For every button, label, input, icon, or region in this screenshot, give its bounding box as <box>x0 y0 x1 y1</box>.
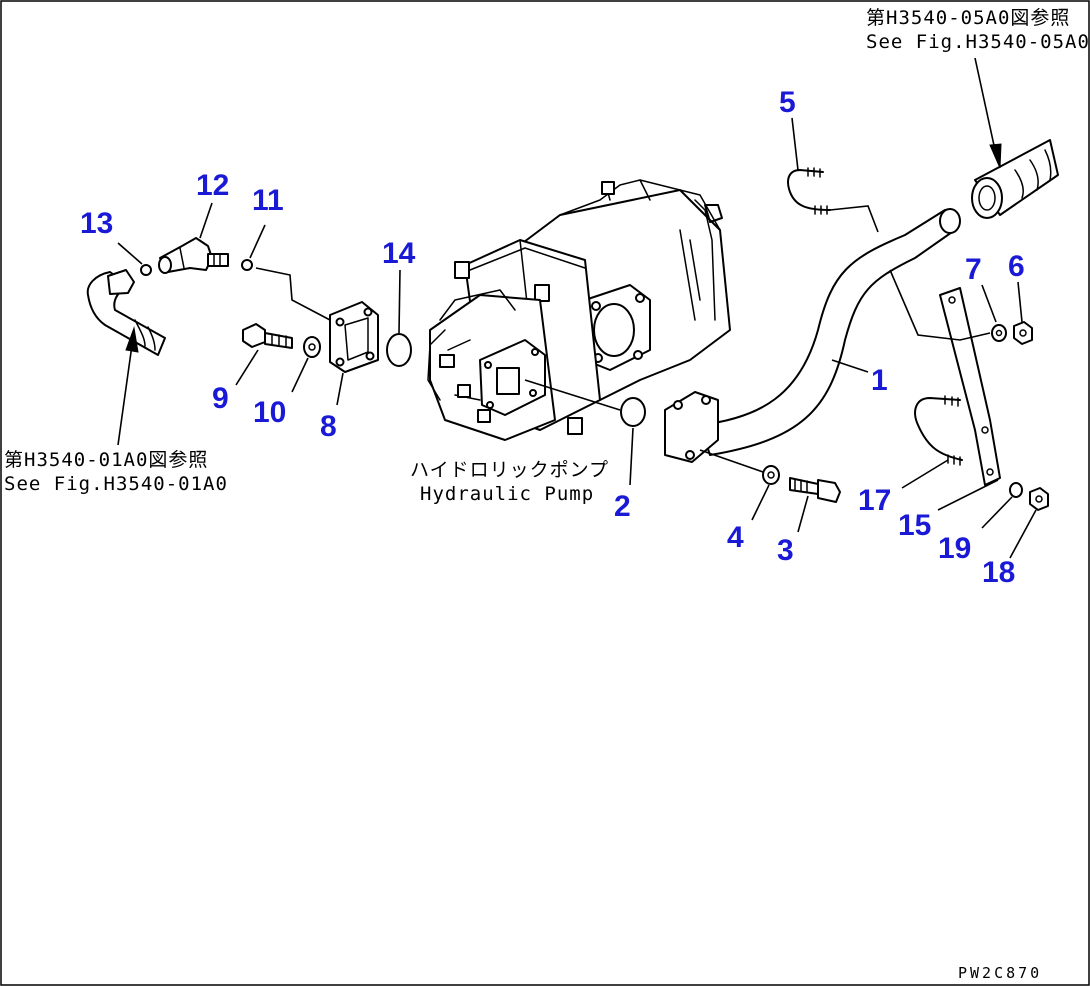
callout-18[interactable]: 18 <box>982 556 1015 589</box>
washer-19 <box>1009 482 1023 498</box>
tube-flange <box>664 391 719 463</box>
callout-8[interactable]: 8 <box>320 410 337 443</box>
callout-labels: 1 2 3 4 5 6 7 8 9 10 11 12 13 14 15 17 1… <box>80 86 1025 589</box>
hose-left <box>86 269 166 356</box>
ref-left-en: See Fig.H3540-01A0 <box>4 473 228 495</box>
callout-5[interactable]: 5 <box>779 86 796 119</box>
pump-label-jp: ハイドロリックポンプ <box>410 459 609 481</box>
ref-top-en: See Fig.H3540-05A0 <box>866 31 1090 53</box>
callout-2[interactable]: 2 <box>614 490 631 523</box>
bracket-15 <box>939 287 1001 486</box>
callout-10[interactable]: 10 <box>253 396 286 429</box>
callout-1[interactable]: 1 <box>871 364 888 397</box>
o-ring-14 <box>386 333 412 367</box>
callout-13[interactable]: 13 <box>80 207 113 240</box>
callout-12[interactable]: 12 <box>196 169 229 202</box>
nut-6 <box>1013 321 1033 345</box>
callout-14[interactable]: 14 <box>382 237 416 270</box>
drawing-code: PW2C870 <box>958 964 1042 982</box>
callout-15[interactable]: 15 <box>898 509 931 542</box>
leader-lines <box>117 57 1037 559</box>
u-bolt-17 <box>914 395 963 466</box>
ref-top-jp: 第H3540-05A0図参照 <box>866 7 1070 29</box>
washer-7 <box>991 324 1007 342</box>
callout-4[interactable]: 4 <box>727 521 744 554</box>
o-ring-2 <box>620 397 646 427</box>
flange-8 <box>329 301 379 373</box>
callout-7[interactable]: 7 <box>965 253 982 286</box>
pump-label-en: Hydraulic Pump <box>420 483 594 505</box>
callout-3[interactable]: 3 <box>777 534 794 567</box>
reference-notes: 第H3540-05A0図参照 See Fig.H3540-05A0 第H3540… <box>4 7 1090 982</box>
callout-11[interactable]: 11 <box>252 184 284 217</box>
bolt-9 <box>242 323 293 349</box>
hydraulic-pump <box>427 179 731 441</box>
callout-17[interactable]: 17 <box>858 484 891 517</box>
callout-19[interactable]: 19 <box>938 532 971 565</box>
o-ring-13 <box>140 264 152 276</box>
bolt-3 <box>789 477 841 503</box>
o-ring-11 <box>241 259 253 271</box>
washer-10 <box>303 336 321 358</box>
hose-top-right <box>971 139 1059 219</box>
callout-6[interactable]: 6 <box>1008 250 1025 283</box>
nut-18 <box>1029 487 1049 511</box>
u-bolt-5 <box>787 167 831 215</box>
delivery-tube <box>699 208 961 456</box>
washer-4 <box>762 465 780 485</box>
elbow-12 <box>158 237 229 274</box>
ref-left-jp: 第H3540-01A0図参照 <box>4 449 208 471</box>
callout-9[interactable]: 9 <box>212 382 229 415</box>
